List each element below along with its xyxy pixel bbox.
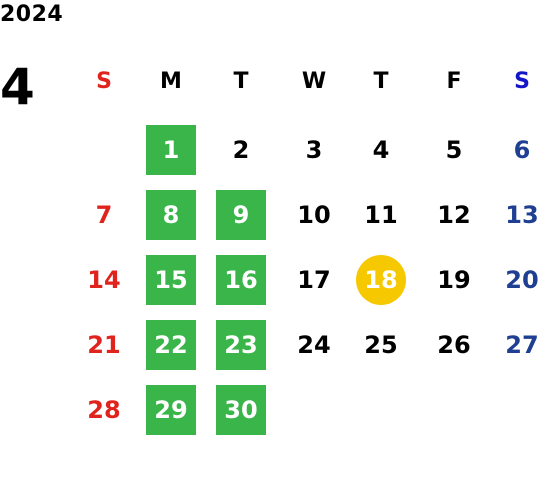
calendar-month: 4 <box>0 58 35 116</box>
day-cell[interactable]: 6 <box>513 136 531 164</box>
day-cell[interactable]: 27 <box>505 331 539 359</box>
weekday-header-sun: S <box>96 68 112 94</box>
day-cell[interactable]: 13 <box>505 201 539 229</box>
day-cell[interactable]: 20 <box>505 266 539 294</box>
day-cell[interactable]: 10 <box>297 201 331 229</box>
day-cell[interactable]: 21 <box>87 331 121 359</box>
day-cell[interactable]: 3 <box>305 136 323 164</box>
day-cell[interactable]: 30 <box>216 385 266 435</box>
day-cell[interactable]: 15 <box>146 255 196 305</box>
day-cell[interactable]: 14 <box>87 266 121 294</box>
weekday-header-wed: W <box>301 68 327 94</box>
day-cell[interactable]: 16 <box>216 255 266 305</box>
day-cell[interactable]: 5 <box>445 136 463 164</box>
day-cell[interactable]: 19 <box>437 266 471 294</box>
weekday-header-fri: F <box>446 68 462 94</box>
calendar-year: 2024 <box>0 2 64 27</box>
day-cell[interactable]: 8 <box>146 190 196 240</box>
day-cell[interactable]: 25 <box>364 331 398 359</box>
day-cell-today[interactable]: 18 <box>356 255 406 305</box>
day-cell[interactable]: 9 <box>216 190 266 240</box>
day-cell[interactable]: 4 <box>372 136 390 164</box>
day-cell[interactable]: 29 <box>146 385 196 435</box>
weekday-header-thu: T <box>373 68 389 94</box>
weekday-header-mon: M <box>160 68 182 94</box>
day-cell[interactable]: 12 <box>437 201 471 229</box>
day-cell[interactable]: 26 <box>437 331 471 359</box>
day-cell[interactable]: 23 <box>216 320 266 370</box>
day-cell[interactable]: 1 <box>146 125 196 175</box>
day-cell[interactable]: 7 <box>95 201 113 229</box>
day-cell[interactable]: 24 <box>297 331 331 359</box>
day-cell[interactable]: 22 <box>146 320 196 370</box>
day-cell[interactable]: 17 <box>297 266 331 294</box>
weekday-header-tue: T <box>233 68 249 94</box>
day-cell[interactable]: 28 <box>87 396 121 424</box>
day-cell[interactable]: 2 <box>232 136 250 164</box>
day-cell[interactable]: 11 <box>364 201 398 229</box>
weekday-header-sat: S <box>514 68 530 94</box>
